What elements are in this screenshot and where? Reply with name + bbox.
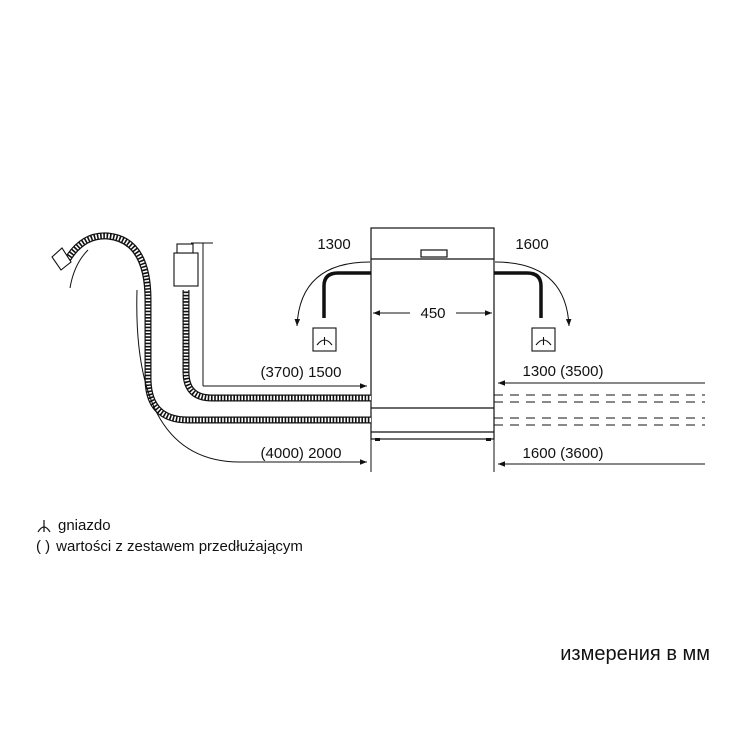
tap-reach-arc: [69, 249, 89, 289]
left-foot: [375, 438, 380, 441]
power-cord-left: [322, 271, 371, 318]
legend-paren-row: ( ) wartości z zestawem przedłużającym: [36, 536, 303, 557]
right-socket-distance-arrow: [494, 261, 572, 327]
drain-hose: [182, 290, 371, 402]
siphon-fitting: [173, 252, 199, 287]
right-foot: [486, 438, 491, 441]
socket-right: [531, 327, 556, 352]
legend-socket-label: gniazdo: [58, 517, 111, 534]
right-inlet-hose-dashed: [494, 417, 705, 426]
dishwasher-outline: [370, 227, 495, 440]
tap-connector: [51, 247, 72, 271]
power-cord-right: [494, 271, 543, 318]
legend-socket-row: gniazdo: [36, 515, 303, 536]
inlet-right-label: 1600 (3600): [523, 445, 604, 462]
socket-left: [312, 327, 337, 352]
drain-left-label: (3700) 1500: [261, 364, 342, 381]
legend-paren-label: wartości z zestawem przedłużającym: [56, 538, 303, 555]
right-drain-hose-dashed: [494, 394, 705, 403]
left-socket-distance-label: 1300: [317, 236, 350, 253]
right-socket-distance-label: 1600: [515, 236, 548, 253]
inlet-left-label: (4000) 2000: [261, 445, 342, 462]
units-caption: измерения в мм: [560, 643, 710, 665]
left-socket-distance-arrow: [294, 261, 371, 327]
inlet-hose: [62, 232, 371, 424]
inlet-reach-curve: [136, 289, 367, 465]
drain-right-label: 1300 (3500): [523, 363, 604, 380]
legend-paren-symbol: ( ): [36, 538, 51, 555]
socket-icon: [37, 519, 51, 532]
siphon-nut: [176, 243, 194, 254]
width-label: 450: [420, 305, 445, 322]
legend: gniazdo ( ) wartości z zestawem przedłuż…: [36, 515, 303, 557]
